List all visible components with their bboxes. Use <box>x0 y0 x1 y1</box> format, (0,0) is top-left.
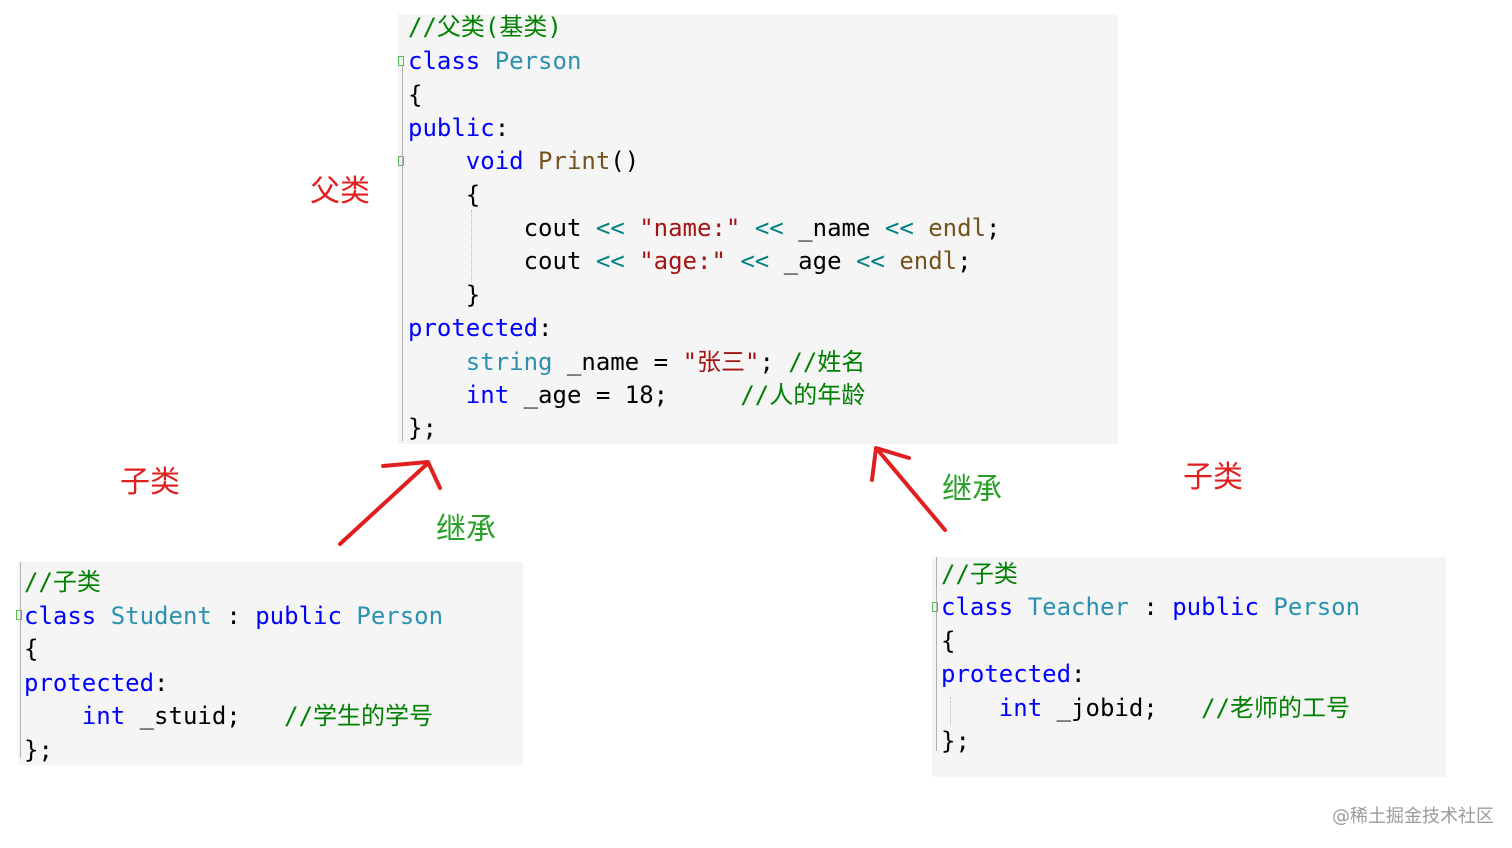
code-line-cout-name: cout << "name:" << _name << endl; <box>523 214 1001 242</box>
teacher-line-class-decl: class Teacher : public Person <box>941 593 1361 621</box>
code-line-age-member: int _age = 18; //人的年龄 <box>465 381 866 409</box>
code-line-cout-age: cout << "age:" << _age << endl; <box>523 247 972 275</box>
code-line-comment: //父类(基类) <box>408 13 562 41</box>
student-line-member: int _stuid; //学生的学号 <box>81 702 434 730</box>
label-parent-class: 父类 <box>310 174 370 209</box>
code-line-open-brace: { <box>408 81 423 109</box>
code-line-close: }; <box>408 414 437 442</box>
indent-guide <box>471 210 472 282</box>
code-line-name-member: string _name = "张三"; //姓名 <box>465 348 866 376</box>
outline-line-teacher <box>936 557 937 751</box>
student-line-comment: //子类 <box>24 568 101 596</box>
student-line-class-decl: class Student : public Person <box>24 602 444 630</box>
arrow-teacher-to-person <box>870 446 947 532</box>
code-line-method-close: } <box>465 281 481 309</box>
code-line-print-decl: void Print() <box>465 147 640 175</box>
student-line-open: { <box>24 635 39 663</box>
person-code-panel: //父类(基类) class Person { public: void Pri… <box>398 13 1118 444</box>
fold-marker-student[interactable] <box>16 610 22 620</box>
label-inherit-right: 继承 <box>942 472 1002 507</box>
arrow-student-to-person <box>338 460 442 546</box>
teacher-line-member: int _jobid; //老师的工号 <box>998 694 1351 722</box>
label-child-left: 子类 <box>120 465 180 500</box>
teacher-line-open: { <box>941 627 956 655</box>
teacher-code-panel: //子类 class Teacher : public Person { pro… <box>932 557 1446 777</box>
code-line-protected: protected: <box>408 314 553 342</box>
teacher-indent-guide <box>950 697 951 725</box>
student-line-close: }; <box>24 736 53 764</box>
code-line-public: public: <box>408 114 510 142</box>
code-line-class-decl: class Person <box>408 47 582 75</box>
teacher-line-protected: protected: <box>941 660 1086 688</box>
student-code-panel: //子类 class Student : public Person { pro… <box>16 562 523 765</box>
outline-line-method <box>402 166 403 312</box>
outline-line-student <box>20 562 21 758</box>
student-line-protected: protected: <box>24 669 169 697</box>
fold-marker-teacher[interactable] <box>932 602 938 612</box>
teacher-line-comment: //子类 <box>941 560 1018 588</box>
label-inherit-left: 继承 <box>436 512 496 547</box>
code-line-method-open: { <box>465 181 481 209</box>
watermark: @稀土掘金技术社区 <box>1332 806 1494 827</box>
fold-marker-class[interactable] <box>398 56 404 66</box>
label-child-right: 子类 <box>1183 460 1243 495</box>
fold-marker-method[interactable] <box>398 156 404 166</box>
teacher-line-close: }; <box>941 727 970 755</box>
